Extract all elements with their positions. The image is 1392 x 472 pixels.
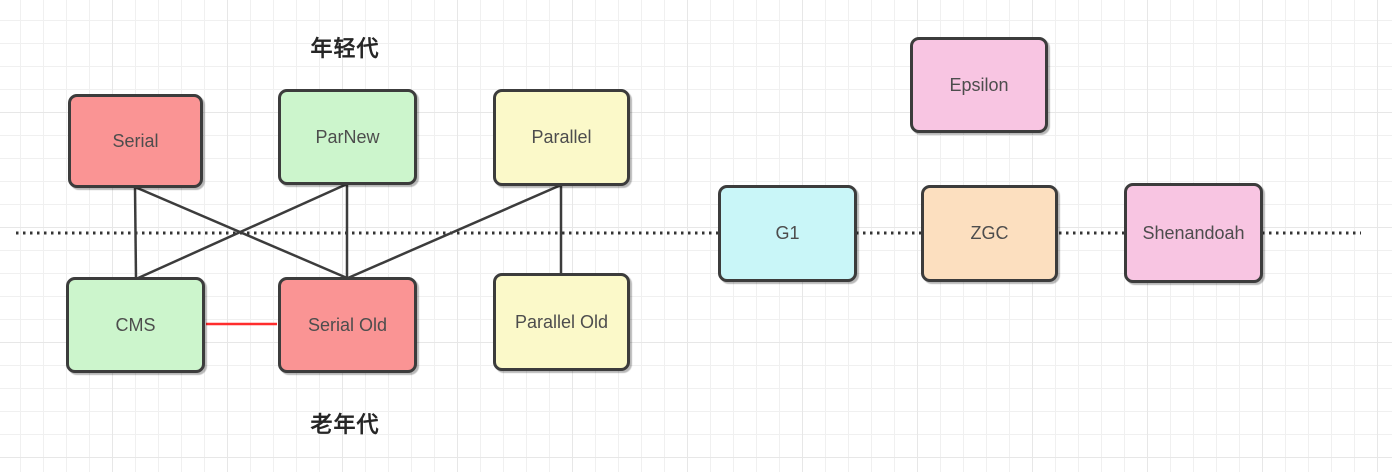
node-parnew[interactable]: ParNew xyxy=(278,89,417,185)
node-serial[interactable]: Serial xyxy=(68,94,203,188)
node-parallel-old[interactable]: Parallel Old xyxy=(493,273,630,371)
node-shenandoah[interactable]: Shenandoah xyxy=(1124,183,1263,283)
node-zgc[interactable]: ZGC xyxy=(921,185,1058,282)
edge-parallel-to-serial-old xyxy=(347,183,562,280)
node-g1[interactable]: G1 xyxy=(718,185,857,282)
node-cms[interactable]: CMS xyxy=(66,277,205,373)
node-epsilon[interactable]: Epsilon xyxy=(910,37,1048,133)
edge-parnew-to-cms xyxy=(135,182,348,281)
old-generation-label: 老年代 xyxy=(310,412,380,437)
edge-serial-to-cms xyxy=(133,186,138,280)
young-generation-label: 年轻代 xyxy=(310,36,380,61)
node-parallel[interactable]: Parallel xyxy=(493,89,630,186)
node-serial-old[interactable]: Serial Old xyxy=(278,277,417,373)
